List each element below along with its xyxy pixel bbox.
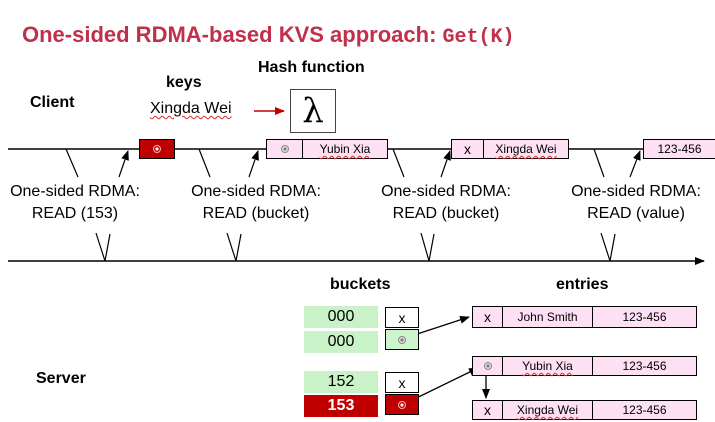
rdma-op-3: One-sided RDMA: READ (bucket)	[368, 181, 524, 225]
entry-pointer-cell	[472, 356, 502, 376]
buckets-label: buckets	[330, 276, 391, 293]
hash-function-label: Hash function	[258, 59, 365, 76]
rdma-op-4: One-sided RDMA: READ (value)	[558, 181, 714, 225]
rdma1-response-line	[104, 233, 111, 262]
received-value: 123-456	[643, 139, 715, 159]
pointer-dot-icon	[398, 400, 406, 409]
pointer-dot-icon	[398, 335, 406, 344]
entry-name-text: Xingda Wei	[516, 403, 579, 417]
entry-value: 123-456	[592, 400, 697, 420]
key-value-text: Xingda Wei	[150, 100, 232, 117]
rdma3-request-line	[392, 148, 405, 178]
bucket-pointer-cell	[385, 329, 419, 350]
entry-name: John Smith	[502, 306, 592, 328]
bucket-id: 000	[304, 306, 378, 328]
entry-value: 123-456	[592, 306, 697, 328]
received-pointer-cell	[139, 139, 175, 159]
received-bucket2-name: Xingda Wei	[483, 139, 569, 159]
bucket-flag: x	[385, 307, 419, 328]
rdma2-response-arrow	[248, 150, 259, 178]
rdma4-response-arrow	[629, 150, 641, 178]
rdma-op-4-line1: One-sided RDMA:	[571, 183, 701, 200]
bucket-id: 152	[304, 371, 378, 393]
entries-label: entries	[556, 276, 609, 293]
rdma-op-1-line2: READ (153)	[31, 205, 119, 222]
rdma4-response-line	[609, 233, 616, 262]
entry-flag: x	[472, 400, 502, 420]
rdma-op-4-line2: READ (value)	[587, 205, 685, 222]
entry-name: Xingda Wei	[502, 400, 592, 420]
rdma3-request-line2	[420, 232, 430, 262]
rdma-op-1-line1: One-sided RDMA:	[10, 183, 140, 200]
received-bucket1-name: Yubin Xia	[302, 139, 388, 159]
received-bucket1-name-text: Yubin Xia	[319, 142, 371, 156]
key-value: Xingda Wei	[150, 100, 232, 118]
received-bucket2-flag: x	[451, 139, 483, 159]
received-bucket1-ptr	[266, 139, 302, 159]
pointer-dot-icon	[483, 362, 492, 370]
rdma-op-2: One-sided RDMA: READ (bucket)	[178, 181, 334, 225]
rdma1-request-line	[65, 148, 79, 178]
server-label: Server	[36, 370, 86, 387]
bucket-id: 000	[304, 331, 378, 353]
rdma4-request-line2	[600, 232, 611, 262]
rdma-op-1: One-sided RDMA: READ (153)	[0, 181, 150, 225]
pointer-dot-icon	[280, 145, 289, 153]
client-label: Client	[30, 94, 75, 111]
bucket-flag: x	[385, 372, 419, 393]
hash-function-box: λ	[290, 89, 336, 133]
rdma1-response-arrow	[118, 150, 129, 178]
entry-name: Yubin Xia	[502, 356, 592, 376]
rdma-op-2-line1: One-sided RDMA:	[191, 183, 321, 200]
rdma1-request-line2	[95, 232, 106, 262]
title-code: Get(K)	[442, 26, 515, 49]
received-bucket2-name-text: Xingda Wei	[495, 142, 557, 156]
entry-name-text: Yubin Xia	[522, 359, 573, 373]
rdma2-response-line	[235, 233, 242, 262]
entry-value: 123-456	[592, 356, 697, 376]
rdma2-request-line	[198, 148, 211, 178]
pointer-dot-icon	[153, 145, 161, 153]
rdma3-response-line	[428, 233, 435, 262]
slide-title: One-sided RDMA-based KVS approach: Get(K…	[22, 22, 515, 49]
bucket-pointer-cell-highlighted	[385, 394, 419, 415]
bucket-id-highlighted: 153	[304, 395, 378, 417]
entry-flag: x	[472, 306, 502, 328]
lambda-icon: λ	[302, 91, 324, 131]
rdma4-request-line	[593, 148, 605, 178]
rdma3-response-arrow	[440, 150, 451, 178]
rdma2-request-line2	[226, 232, 237, 262]
keys-label: keys	[166, 74, 202, 91]
rdma-op-3-line2: READ (bucket)	[392, 205, 500, 222]
rdma-op-2-line2: READ (bucket)	[202, 205, 310, 222]
rdma-op-3-line1: One-sided RDMA:	[381, 183, 511, 200]
title-text: One-sided RDMA-based KVS approach:	[22, 22, 443, 47]
